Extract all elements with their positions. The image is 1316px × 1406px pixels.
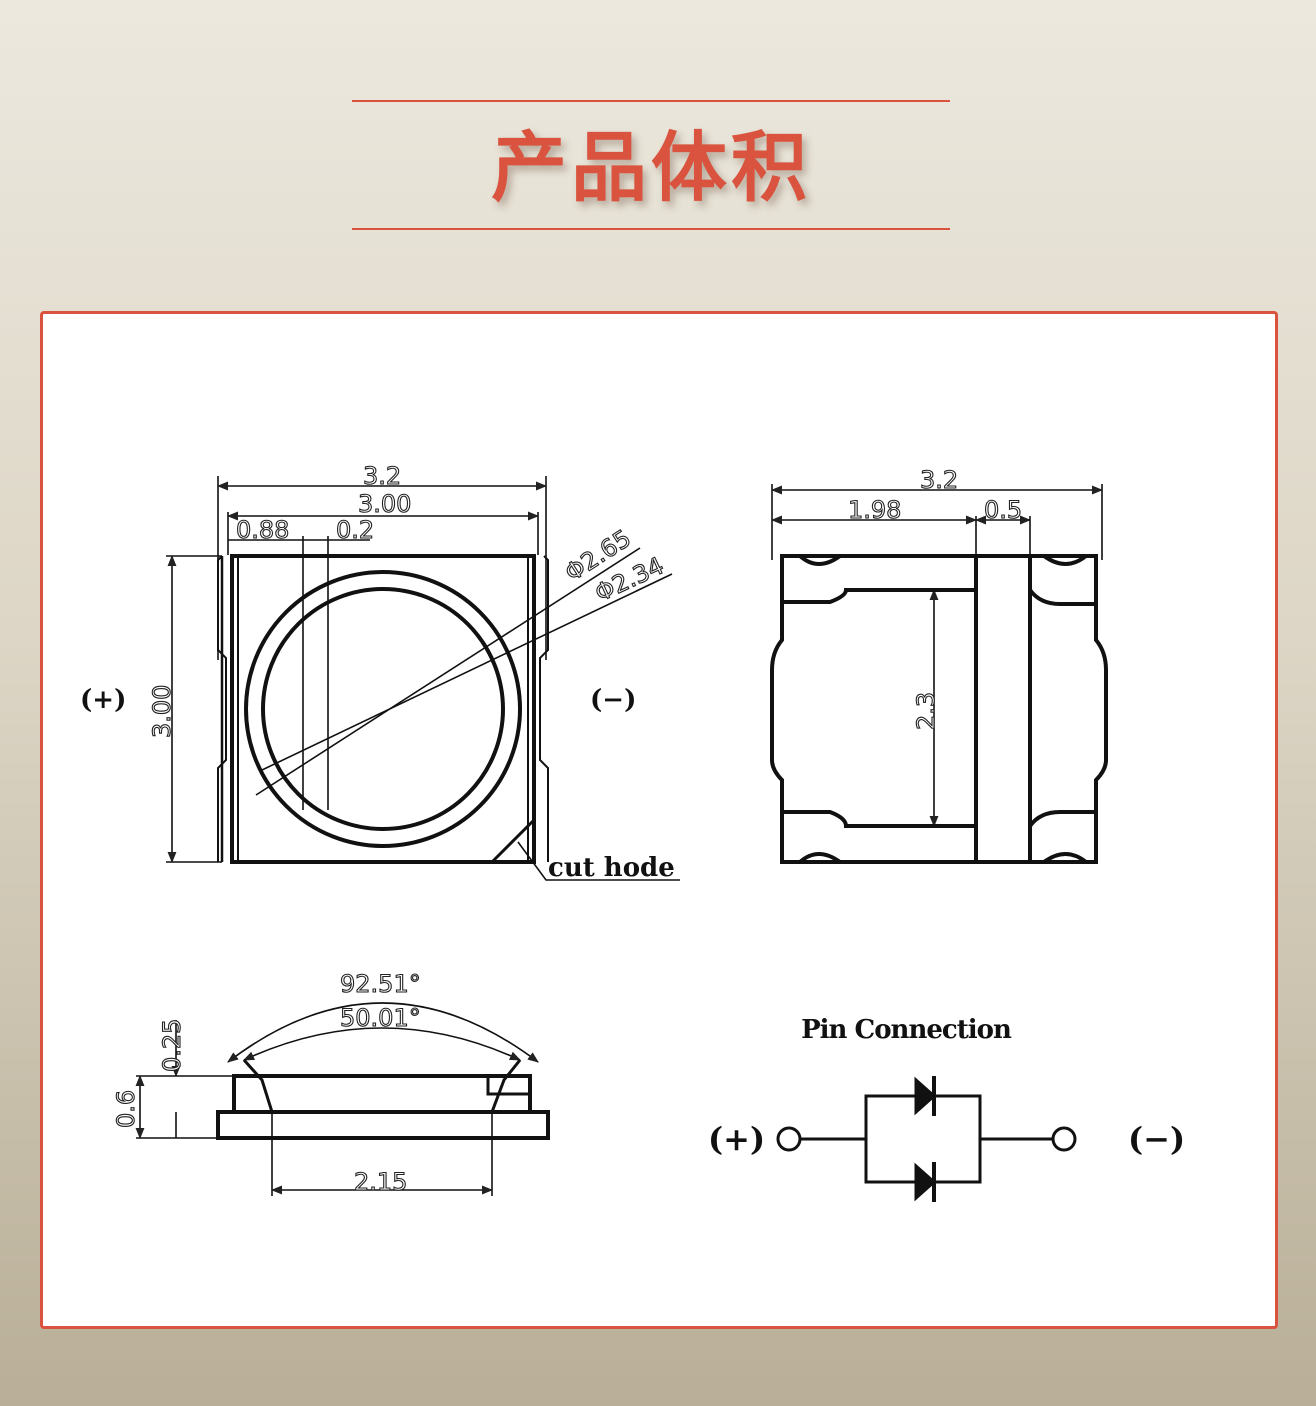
dim-base-width: 2.15: [354, 1168, 407, 1196]
pin-connection-title: Pin Connection: [801, 1015, 1012, 1045]
dim-bottom-width: 3.2: [920, 466, 958, 494]
top-view-plus-label: (+): [80, 685, 126, 715]
dim-top-width-inner: 3.00: [358, 490, 411, 518]
dim-angle-outer: 92.51°: [340, 970, 421, 998]
top-view-dimensions: [166, 476, 673, 864]
bottom-view-body: [770, 554, 1108, 864]
header-rule-bottom: [352, 228, 950, 230]
cut-hode-label: cut hode: [548, 853, 675, 883]
dim-bottom-pad-height: 2.3: [912, 692, 940, 730]
bottom-pad-right: [1028, 588, 1096, 828]
top-view: [166, 476, 680, 881]
lens-inner-ring: [261, 587, 505, 831]
pin-schematic: [776, 1076, 1077, 1202]
page-title: 产品体积: [491, 123, 811, 212]
diode-bottom-icon: [914, 1162, 937, 1202]
dim-bottom-gap: 0.5: [984, 496, 1022, 524]
header-rule-top: [352, 100, 950, 102]
side-view-base: [216, 1110, 550, 1140]
drawing-panel: [40, 311, 1278, 1329]
lens-outer-ring: [244, 570, 522, 848]
diode-top-icon: [914, 1076, 937, 1116]
side-view-dimensions: [135, 1002, 539, 1196]
dim-bottom-pad-left: 1.98: [848, 496, 901, 524]
dim-top-height: 3.00: [148, 685, 176, 738]
dim-pad-gap: 0.2: [336, 516, 374, 544]
bottom-view-dimensions: [770, 484, 1104, 828]
pin-plus-terminal: [776, 1126, 802, 1152]
top-view-minus-label: (−): [590, 685, 636, 715]
bottom-view: [770, 484, 1108, 864]
top-view-body: [230, 554, 536, 864]
dim-body-height: 0.6: [112, 1090, 140, 1128]
pin-minus-label: (−): [1128, 1120, 1185, 1158]
bottom-pad-left: [782, 588, 978, 828]
dim-lens-height: 0.25: [158, 1019, 186, 1072]
pin-plus-label: (+): [708, 1120, 765, 1158]
dim-top-width-outer: 3.2: [363, 462, 401, 490]
side-view: [135, 1002, 550, 1196]
pin-minus-terminal: [1051, 1126, 1077, 1152]
cut-corner: [490, 818, 536, 864]
dim-angle-inner: 50.01°: [340, 1004, 421, 1032]
side-view-body: [232, 1074, 532, 1114]
dim-pad-width: 0.88: [236, 516, 289, 544]
